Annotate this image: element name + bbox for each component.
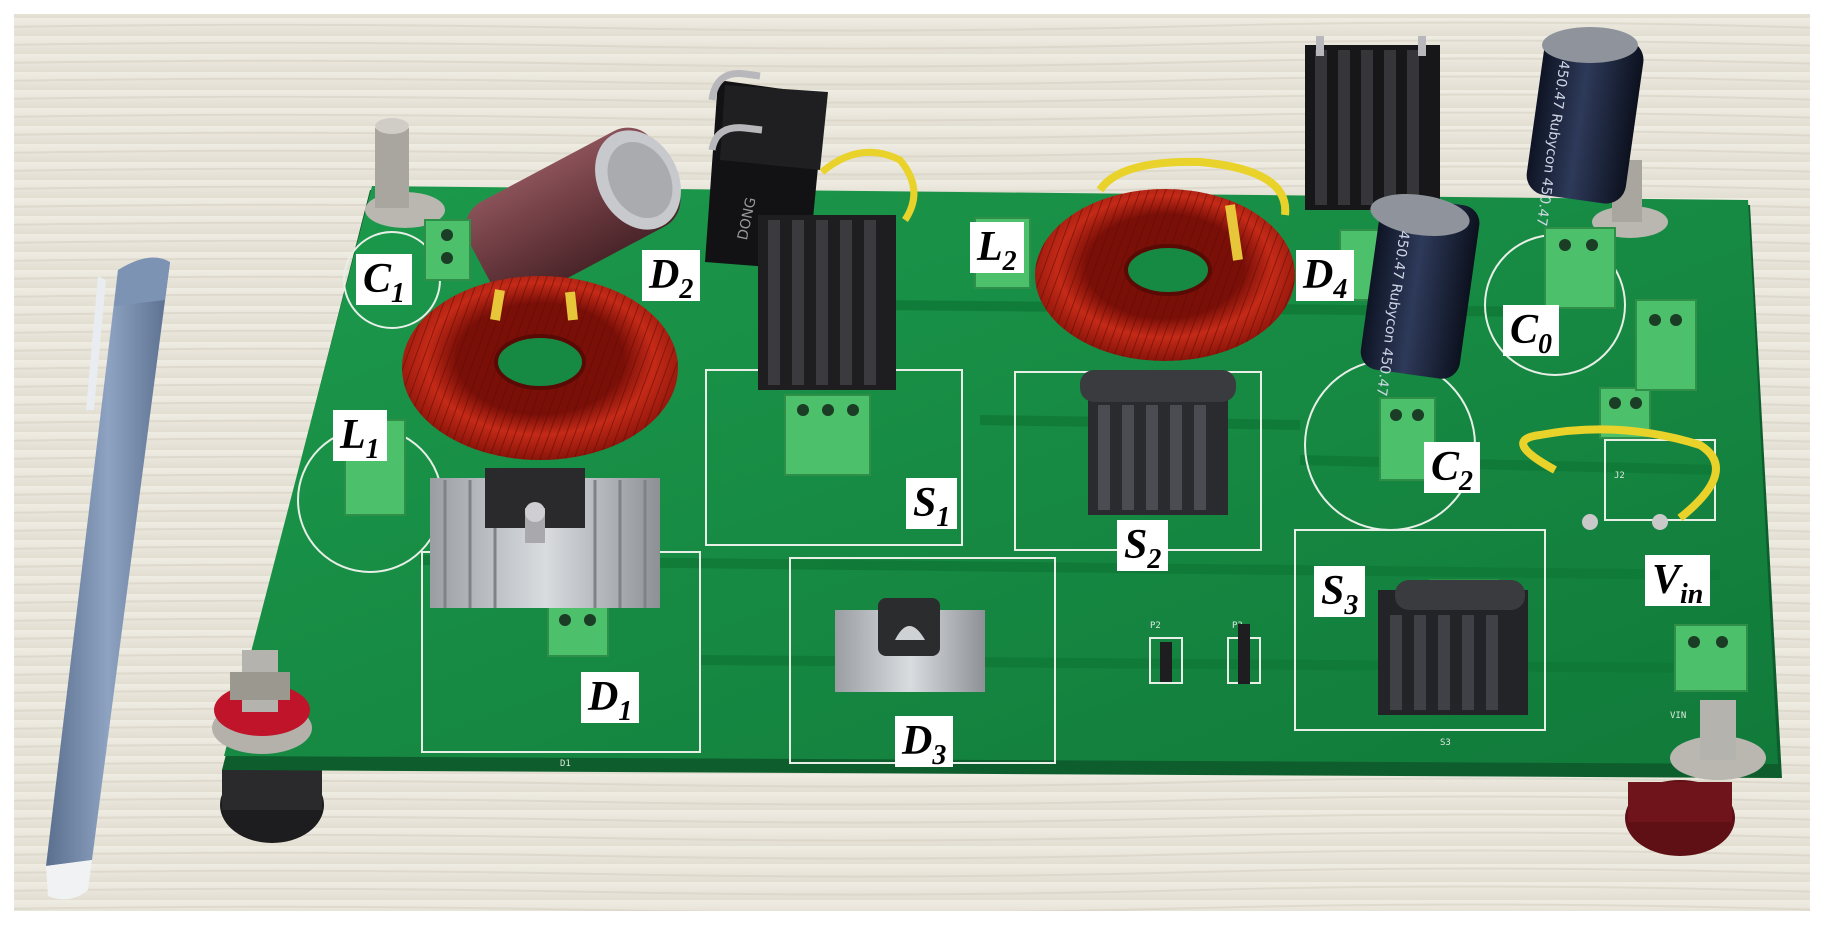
capacitor-c0: 450.47 Rubycon 450.47 [1526,27,1644,227]
label-c1: C1 [356,254,413,308]
silk-j2: J2 [1614,471,1625,481]
pen [46,257,170,900]
label-d3: D3 [895,716,954,770]
label-d1: D1 [581,672,640,726]
inductor-l2 [1035,189,1295,361]
terminal-blocks [344,217,1748,692]
standoff-top-left [365,118,445,228]
label-d4: D4 [1296,250,1355,304]
binding-post-right [1670,700,1766,780]
heatsink-d3 [835,598,985,692]
heatsink-d4 [1305,36,1440,210]
label-d2: D2 [642,250,701,304]
label-c2: C2 [1424,442,1481,496]
label-l1: L1 [333,410,387,464]
label-s3: S3 [1314,566,1366,620]
silk-vin: VIN [1670,711,1686,721]
heatsink-s2 [1080,370,1236,515]
binding-post-red [212,650,312,754]
silk-p3: P3 [1232,621,1243,631]
capacitor-c1 [465,127,681,301]
label-vin: Vin [1645,555,1711,609]
label-s2: S2 [1117,520,1169,574]
label-c0: C0 [1503,305,1560,359]
capacitor-c2: 450.47 Rubycon 450.47 [1360,194,1480,397]
heatsink-d1 [430,468,660,608]
heatsink-s1 [758,215,896,390]
inductor-l1 [402,276,678,460]
silk-d1: D1 [560,759,571,769]
label-s1: S1 [906,478,958,532]
silk-p2: P2 [1150,621,1161,631]
label-l2: L2 [970,222,1024,276]
heatsink-s3 [1378,580,1528,715]
silk-s3: S3 [1440,738,1451,748]
